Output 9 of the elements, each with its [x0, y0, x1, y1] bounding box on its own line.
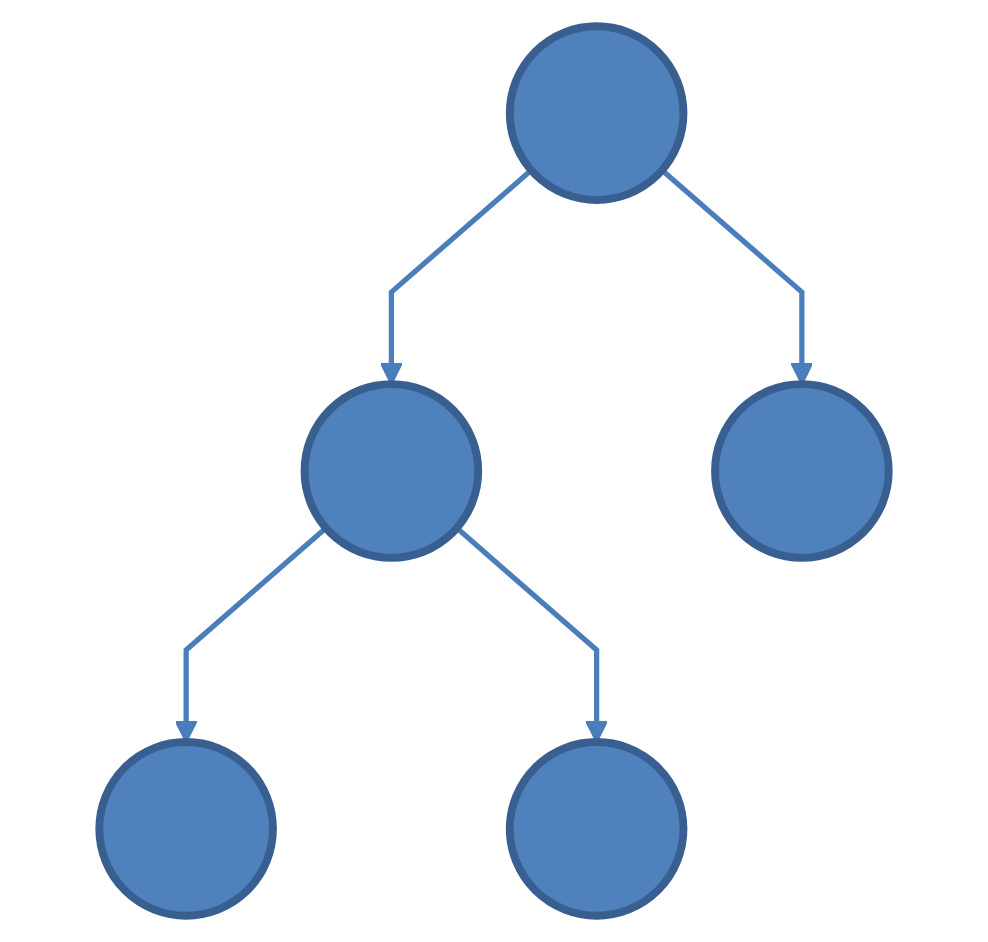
arrow: [660, 168, 814, 386]
node-circle: [95, 738, 277, 920]
node-circle: [300, 380, 483, 562]
node-circle: [505, 738, 688, 920]
arrow: [455, 526, 609, 744]
node-circle: [711, 380, 893, 562]
node-circle: [505, 22, 688, 204]
arrow: [174, 526, 328, 744]
arrow: [379, 168, 533, 386]
